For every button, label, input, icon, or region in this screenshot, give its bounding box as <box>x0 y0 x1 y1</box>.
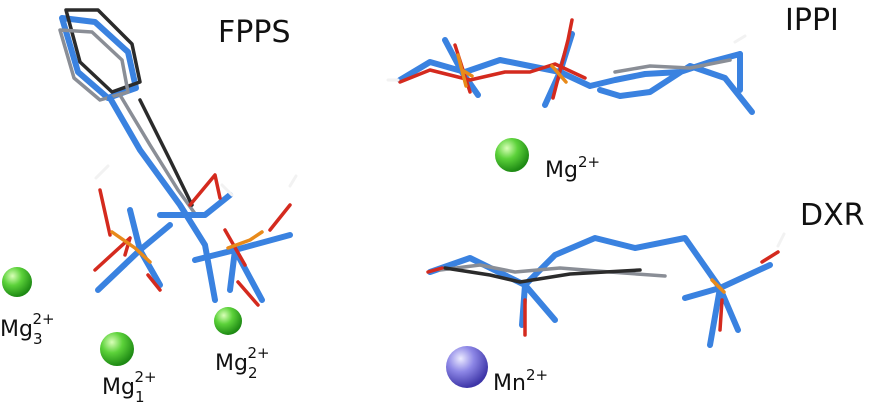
fpps-chain-blue <box>107 95 218 303</box>
fpps-chain-dark <box>138 98 194 207</box>
fpps-right-phosphonate-oxygen <box>223 203 292 307</box>
ippi-mg-sphere <box>495 138 529 172</box>
dxr-oxygen-red <box>426 250 780 337</box>
dxr-carbon-dark <box>443 266 642 284</box>
fpps-right-phosphorus <box>226 230 264 250</box>
fpps-chain-grey <box>118 93 198 217</box>
ippi-branches-blue <box>442 31 743 108</box>
dxr-backbone-blue <box>427 235 773 291</box>
dxr-hydrogens-white <box>776 232 786 248</box>
ippi-phosphorus-orange <box>456 53 568 88</box>
ippi-carbon-grey <box>613 58 732 74</box>
dxr-ligand-structure <box>426 232 786 348</box>
fpps-central-h <box>220 183 234 197</box>
fpps-mg3-sphere <box>2 267 32 297</box>
fpps-phenyl-ring-blue <box>59 15 139 101</box>
fpps-right-hydroxyl-h <box>288 174 298 188</box>
fpps-mg2-sphere <box>214 307 242 335</box>
ippi-backbone-blue <box>397 51 755 115</box>
fpps-left-hydroxyl-h <box>94 164 110 180</box>
fpps-phenyl-ring-dark <box>64 8 142 94</box>
fpps-panel: FPPS <box>0 8 298 406</box>
fpps-title: FPPS <box>218 15 290 50</box>
ippi-mg-label: Mg2+ <box>545 153 600 183</box>
fpps-mg3-label: Mg32+ <box>0 310 55 348</box>
ippi-oxygen-red <box>398 18 587 100</box>
ippi-panel: IPPI Mg2+ <box>386 3 839 183</box>
dxr-panel: DXR Mn2+ <box>426 198 865 396</box>
fpps-left-phosphorus <box>110 230 152 264</box>
fpps-mg1-sphere <box>100 332 134 366</box>
fpps-central-oxygen <box>188 173 222 207</box>
ippi-title: IPPI <box>785 3 839 38</box>
dxr-phosphorus-orange <box>710 278 726 294</box>
fpps-mg2-label: Mg22+ <box>215 344 270 382</box>
ippi-hydrogens-white <box>386 34 747 82</box>
ippi-ligand-structure <box>386 18 755 115</box>
fpps-ligand-structure <box>58 8 298 307</box>
fpps-phenyl-ring-grey <box>58 28 130 102</box>
fpps-mg1-label: Mg12+ <box>102 368 157 406</box>
fpps-left-phosphonate-blue <box>95 207 173 293</box>
dxr-branches-blue <box>519 282 741 348</box>
dxr-title: DXR <box>800 198 865 233</box>
dxr-mn-sphere <box>446 346 488 388</box>
fpps-central-blue <box>157 192 233 218</box>
dxr-mn-label: Mn2+ <box>493 366 548 396</box>
fpps-left-phosphonate-oxygen <box>93 188 162 292</box>
